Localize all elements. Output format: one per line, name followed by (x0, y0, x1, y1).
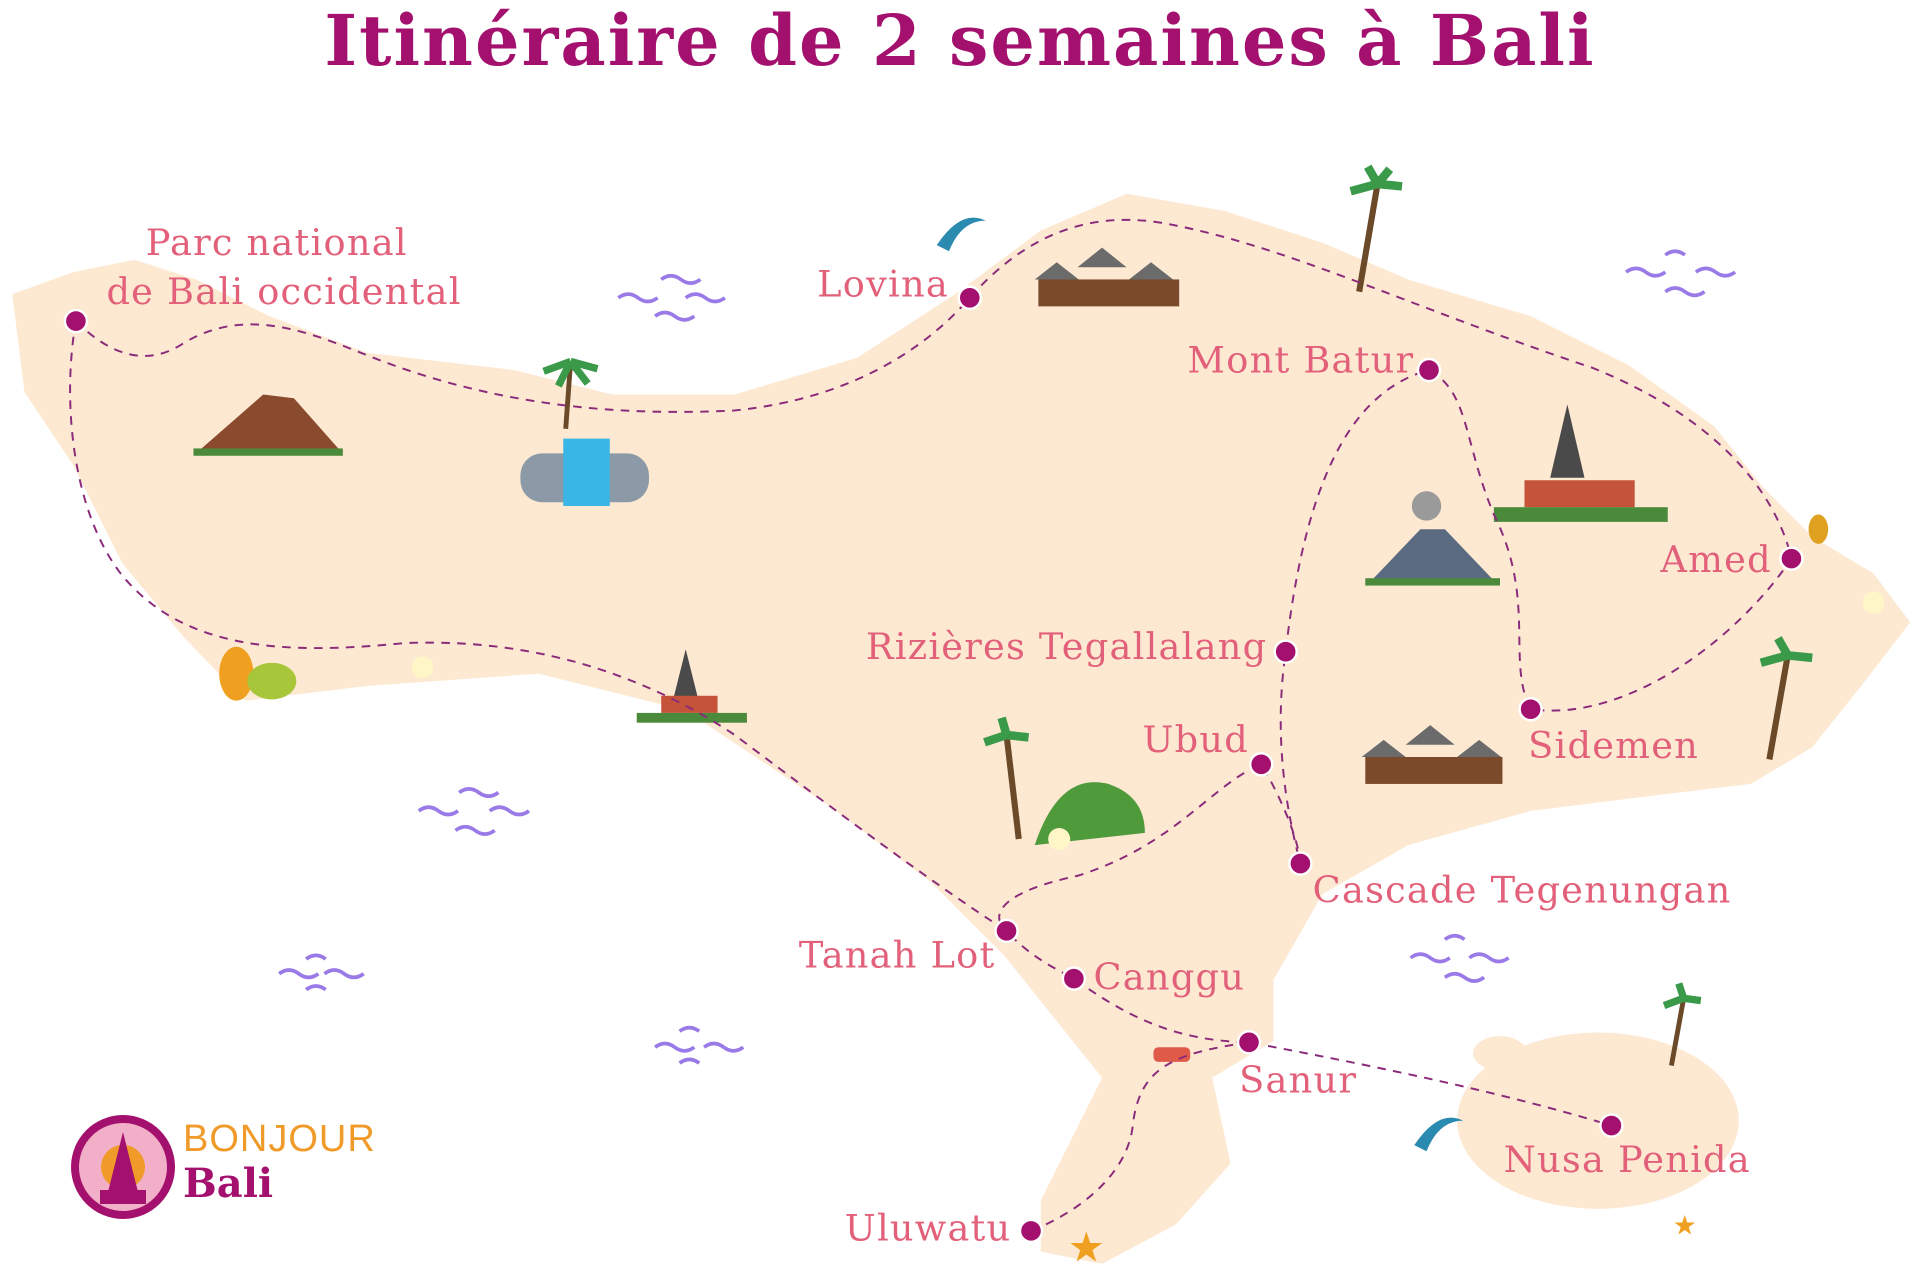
stop-tanah-lot[interactable] (994, 918, 1019, 944)
label-mont-batur: Mont Batur (1187, 339, 1414, 382)
sea-waves (278, 249, 1737, 1065)
stop-mont-batur[interactable] (1416, 357, 1442, 383)
page-title: Itinéraire de 2 semaines à Bali (324, 0, 1596, 82)
label-parc-line1: Parc national (146, 221, 408, 264)
label-ubud: Ubud (1142, 718, 1249, 761)
waterfall-icon (520, 357, 649, 506)
stop-nusa-penida[interactable] (1599, 1113, 1624, 1138)
car-icon (1153, 1047, 1191, 1062)
starfish-icon: ★★ (1068, 1211, 1697, 1272)
logo-text-bali: Bali (183, 1160, 274, 1207)
label-sanur: Sanur (1239, 1059, 1357, 1102)
stop-rizieres[interactable] (1273, 639, 1298, 664)
svg-text:★: ★ (1673, 1211, 1697, 1242)
label-tanah-lot: Tanah Lot (799, 934, 996, 977)
stop-sanur[interactable] (1236, 1030, 1262, 1055)
stop-parc-national[interactable] (63, 308, 89, 334)
temple-icon (636, 404, 1668, 723)
volcano-icon (193, 394, 343, 456)
stop-canggu[interactable] (1061, 966, 1087, 991)
bonjour-bali-logo: BONJOUR Bali (68, 1112, 375, 1222)
label-amed: Amed (1659, 538, 1771, 581)
label-parc-line2: de Bali occidental (106, 270, 461, 313)
palm-tree-icon (983, 164, 1813, 1066)
label-uluwatu: Uluwatu (845, 1207, 1012, 1250)
temple-logo-icon (71, 1115, 175, 1219)
bali-island (12, 193, 1911, 1264)
label-sidemen: Sidemen (1528, 724, 1699, 767)
itinerary-stops (63, 285, 1804, 1244)
stop-sidemen[interactable] (1518, 696, 1543, 722)
smoking-volcano-icon (1365, 491, 1500, 586)
bungalows-icon (1034, 247, 1503, 784)
label-cascade: Cascade Tegenungan (1313, 869, 1732, 912)
pineapple-icon (1808, 514, 1829, 544)
stop-lovina[interactable] (957, 285, 983, 311)
logo-text-bonjour: BONJOUR (183, 1118, 376, 1160)
label-lovina: Lovina (817, 263, 949, 306)
islet (1473, 1036, 1527, 1071)
stop-amed[interactable] (1779, 546, 1804, 571)
stop-uluwatu[interactable] (1018, 1218, 1044, 1244)
frangipani-flower-icon (411, 591, 1885, 851)
label-nusa-penida: Nusa Penida (1504, 1138, 1751, 1181)
stop-cascade[interactable] (1288, 851, 1313, 876)
svg-text:★: ★ (1068, 1222, 1105, 1271)
label-rizieres: Rizières Tegallalang (866, 625, 1267, 668)
stop-ubud[interactable] (1248, 752, 1274, 777)
papaya-icon (219, 646, 297, 701)
label-canggu: Canggu (1093, 956, 1245, 999)
